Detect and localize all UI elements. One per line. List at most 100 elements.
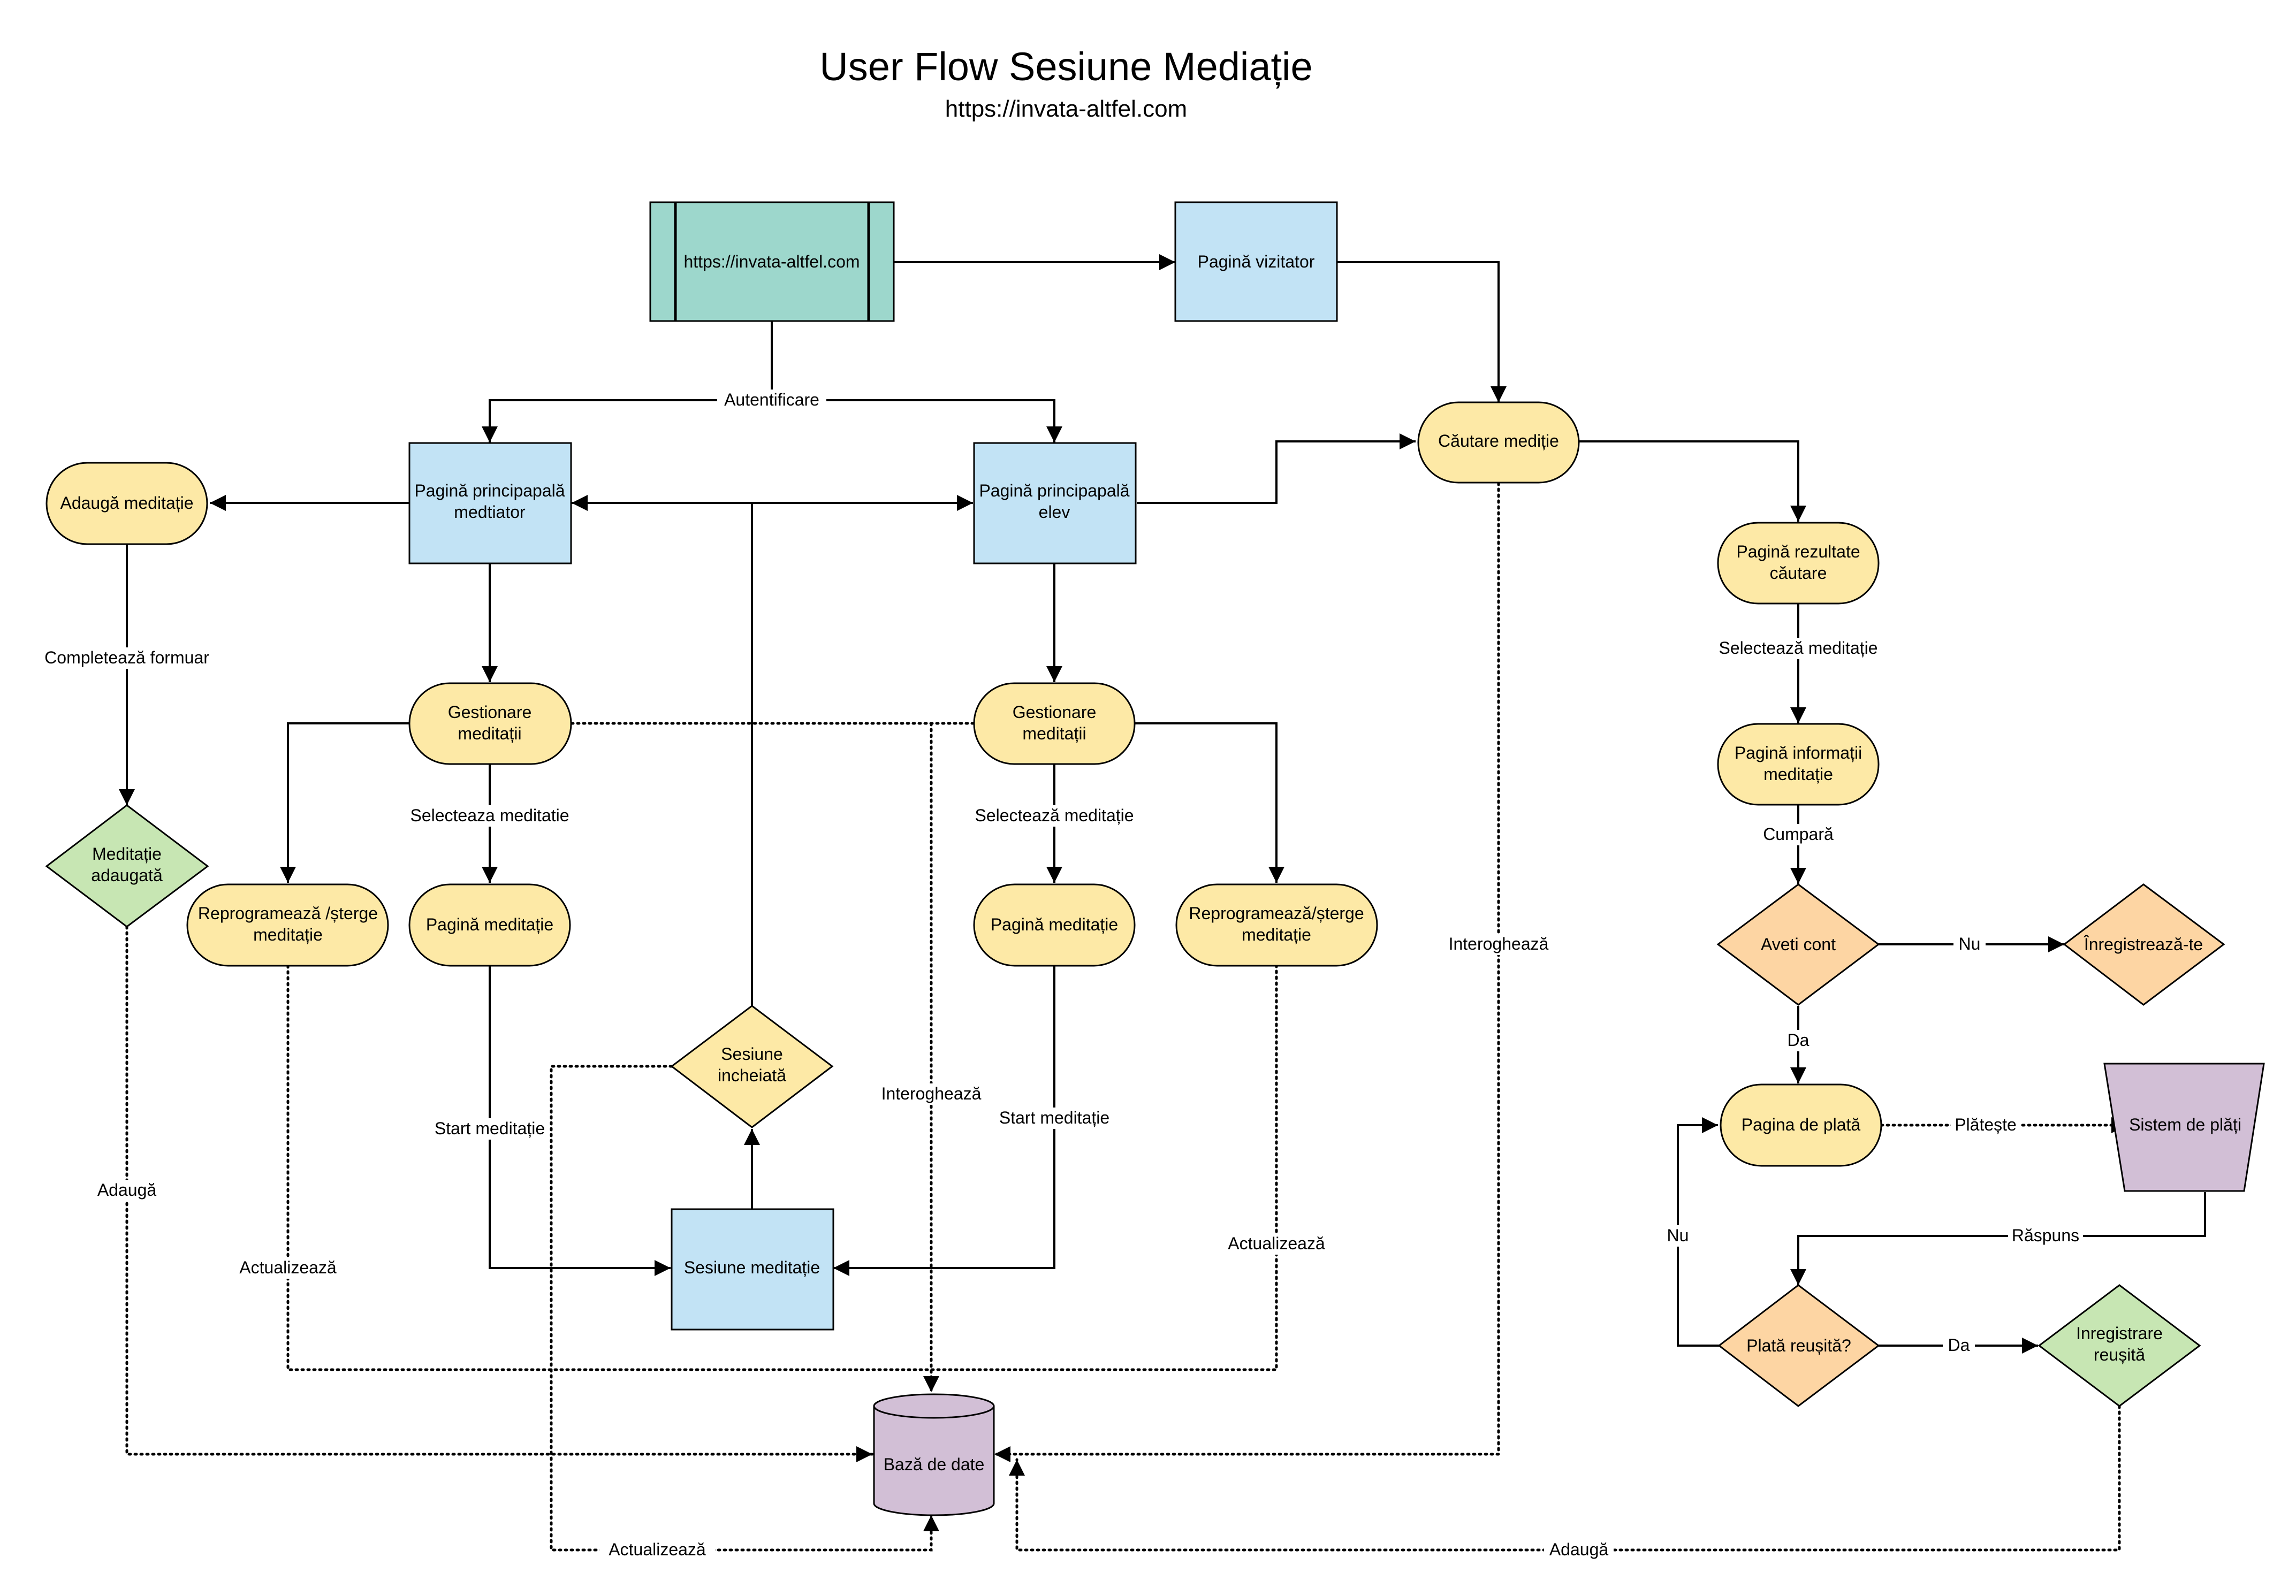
node-tutoring-added-label-2: adaugată: [91, 866, 163, 885]
label-query-search: Interoghează: [1449, 934, 1549, 953]
node-add-tutoring-label: Adaugă meditație: [60, 493, 193, 513]
node-student-home[interactable]: Pagină principapală elev: [973, 442, 1137, 564]
label-update-session: Actualizează: [609, 1540, 706, 1559]
label-fill-form: Completează formuar: [44, 648, 209, 667]
node-search[interactable]: Căutare mediție: [1417, 401, 1580, 484]
node-reschedule-student-label-1: Reprogramează/șterge: [1189, 904, 1364, 923]
node-search-results[interactable]: Pagină rezultate căutare: [1717, 522, 1880, 605]
diagram-title: User Flow Sesiune Mediație: [819, 44, 1312, 89]
node-site[interactable]: https://invata-altfel.com: [649, 201, 895, 322]
node-session-ended-label-2: incheiată: [718, 1066, 786, 1085]
label-no-account: Nu: [1959, 934, 1981, 953]
node-manage-tutor-label-1: Gestionare: [448, 702, 532, 722]
node-payment-page[interactable]: Pagina de plată: [1720, 1083, 1882, 1167]
node-reschedule-tutor[interactable]: Reprogramează /șterge meditație: [186, 883, 389, 967]
edge-visitor-search: [1337, 261, 1507, 402]
edges: [119, 254, 2206, 1552]
node-payment-system[interactable]: Sistem de plăți: [2103, 1063, 2265, 1192]
node-tutoring-page-student-label: Pagină meditație: [991, 915, 1118, 934]
edge-reschedule-db: [286, 964, 1278, 1371]
node-tutor-home-label-2: medtiator: [454, 502, 526, 522]
node-manage-student-label-1: Gestionare: [1013, 702, 1097, 722]
node-reschedule-tutor-label-1: Reprogramează /șterge: [198, 904, 378, 923]
node-tutoring-info-label-1: Pagină informații: [1735, 743, 1862, 762]
node-reschedule-student-label-2: meditație: [1242, 925, 1311, 944]
label-auth: Autentificare: [724, 390, 819, 409]
node-payment-system-label: Sistem de plăți: [2129, 1115, 2241, 1134]
label-select-result: Selectează meditație: [1719, 638, 1877, 658]
label-query-manage: Interoghează: [881, 1084, 982, 1103]
node-have-account-label: Aveti cont: [1761, 935, 1836, 954]
node-registration-ok[interactable]: Inregistrare reușită: [2037, 1284, 2201, 1407]
edge-search-db: [993, 482, 1500, 1462]
label-add-registration: Adaugă: [1549, 1540, 1609, 1559]
edge-auth-tutor: [482, 399, 772, 442]
label-update-student: Actualizează: [1228, 1234, 1325, 1253]
node-search-results-label-1: Pagină rezultate: [1736, 542, 1860, 561]
label-response: Răspuns: [2012, 1226, 2079, 1245]
node-manage-student[interactable]: Gestionare meditații: [973, 682, 1136, 765]
label-yes-account: Da: [1788, 1030, 1810, 1050]
node-payment-page-label: Pagina de plată: [1742, 1115, 1861, 1134]
edge-start-student: [833, 966, 1055, 1276]
node-tutor-home[interactable]: Pagină principapală medtiator: [408, 442, 572, 564]
node-have-account[interactable]: Aveti cont: [1716, 883, 1880, 1006]
edge-ended-db: [550, 1065, 939, 1552]
node-add-tutoring[interactable]: Adaugă meditație: [45, 462, 208, 545]
label-add-db: Adaugă: [97, 1180, 157, 1200]
node-register-label: Înregistrează-te: [2084, 935, 2203, 954]
node-payment-ok[interactable]: Plată reușită?: [1717, 1284, 1880, 1407]
node-student-home-label-2: elev: [1039, 502, 1070, 522]
nodes: https://invata-altfel.com Pagină vizitat…: [45, 201, 2265, 1516]
label-start-student: Start meditație: [999, 1108, 1109, 1127]
label-select-student: Selectează meditație: [975, 806, 1134, 825]
label-pay: Plătește: [1955, 1115, 2017, 1134]
node-session-label: Sesiune meditație: [684, 1258, 820, 1277]
node-tutoring-info-label-2: meditație: [1763, 765, 1833, 784]
node-manage-tutor-label-2: meditații: [458, 724, 521, 743]
node-manage-student-label-2: meditații: [1022, 724, 1086, 743]
node-session-ended-label-1: Sesiune: [721, 1044, 783, 1064]
diagram-subtitle: https://invata-altfel.com: [945, 96, 1187, 122]
node-tutoring-added[interactable]: Meditație adaugată: [45, 804, 209, 928]
node-session-ended[interactable]: Sesiune incheiată: [670, 1005, 834, 1128]
node-reschedule-student[interactable]: Reprogramează/șterge meditație: [1175, 883, 1378, 967]
node-visitor-page[interactable]: Pagină vizitator: [1174, 201, 1338, 322]
node-session[interactable]: Sesiune meditație: [671, 1208, 834, 1331]
node-tutor-home-label-1: Pagină principapală: [414, 481, 565, 500]
node-tutoring-added-label-1: Meditație: [92, 844, 162, 864]
node-manage-tutor[interactable]: Gestionare meditații: [408, 682, 572, 765]
node-registration-ok-label-1: Inregistrare: [2076, 1324, 2163, 1343]
label-payment-no: Nu: [1667, 1226, 1689, 1245]
edge-search-results: [1579, 440, 1806, 522]
edge-start-tutor: [489, 966, 671, 1276]
edge-manage-reschedule-student: [1135, 722, 1284, 883]
edge-added-db: [125, 925, 874, 1462]
label-payment-yes: Da: [1948, 1335, 1970, 1355]
node-visitor-page-label: Pagină vizitator: [1198, 252, 1315, 271]
edge-student-search: [1137, 433, 1416, 504]
node-registration-ok-label-2: reușită: [2094, 1345, 2145, 1364]
node-site-label: https://invata-altfel.com: [683, 252, 860, 271]
node-reschedule-tutor-label-2: meditație: [253, 925, 323, 944]
node-tutoring-page-student[interactable]: Pagină meditație: [973, 883, 1136, 967]
label-start-tutor: Start meditație: [435, 1119, 545, 1138]
node-tutoring-page-tutor-label: Pagină meditație: [426, 915, 553, 934]
node-tutoring-page-tutor[interactable]: Pagină meditație: [408, 883, 571, 967]
node-search-label: Căutare mediție: [1438, 431, 1559, 450]
edge-reg-db: [1009, 1404, 2121, 1552]
node-student-home-label-1: Pagină principapală: [979, 481, 1129, 500]
node-database[interactable]: Bază de date: [873, 1393, 995, 1516]
node-search-results-label-2: căutare: [1770, 563, 1827, 583]
node-database-label: Bază de date: [884, 1455, 985, 1474]
edge-auth-student: [772, 399, 1062, 442]
node-register[interactable]: Înregistrează-te: [2063, 883, 2225, 1006]
node-tutoring-info[interactable]: Pagină informații meditație: [1717, 723, 1880, 806]
node-payment-ok-label: Plată reușită?: [1746, 1336, 1851, 1355]
label-update-tutor: Actualizează: [239, 1258, 337, 1277]
edge-manage-reschedule-tutor: [280, 722, 409, 883]
edge-labels: Autentificare Completează formuar Select…: [37, 390, 2083, 1561]
edge-response: [1790, 1192, 2206, 1285]
label-buy: Cumpară: [1763, 824, 1834, 844]
